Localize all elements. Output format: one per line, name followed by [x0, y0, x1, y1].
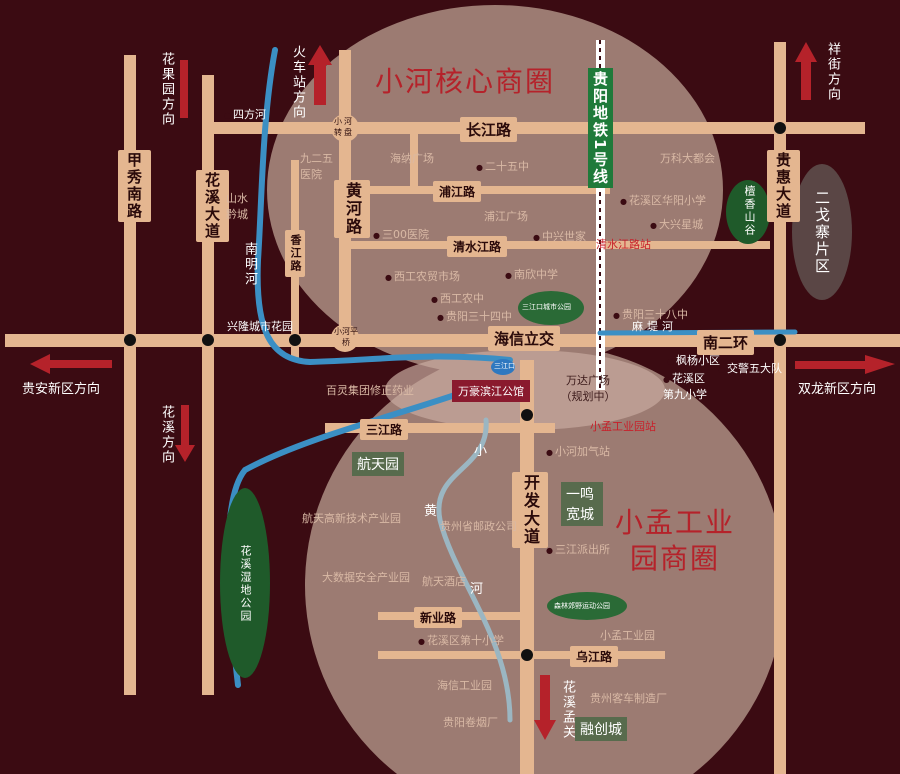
road-kaifa: 开发大道 [512, 472, 548, 548]
direction-shuanglong: 双龙新区方向 [798, 382, 877, 397]
park-huaxi-wetland: 花溪湿地公园 [239, 545, 252, 623]
metro-station-xiaomeng: 小孟工业园站 [590, 420, 656, 433]
poi: 花溪区第十小学 [418, 632, 504, 648]
road-huanghe: 黄河路 [334, 180, 370, 238]
park-sanjiangkou: 三江口城市公园 [522, 303, 571, 311]
project-badge: 三江口 [494, 362, 515, 370]
poi: 贵州客车制造厂 [590, 692, 667, 705]
poi: 三江派出所 [546, 541, 610, 557]
road-guihui: 贵惠大道 [767, 150, 800, 222]
district-title-line2: 园商圈 [630, 542, 721, 575]
poi: 兴隆城市花园 [218, 318, 293, 334]
poi: 航天高新技术产业园 [302, 512, 401, 525]
poi: 九二五医院 [300, 152, 333, 181]
landmark-yiming: 一鸣宽城 [561, 482, 603, 526]
junction-xiaohe-pingqiao: 小河平桥 [334, 327, 358, 347]
direction-huaguoyuan: 花果园方向 [159, 52, 174, 127]
metro-line [596, 40, 605, 390]
project-wanhao-binjiang[interactable]: 万豪滨江公馆 [452, 380, 530, 402]
erge-zone [792, 164, 852, 300]
poi: 航天酒店 [422, 575, 466, 588]
park-tanxiang: 檀香山谷 [743, 185, 756, 237]
poi: 浦江广场 [484, 210, 528, 223]
poi: 西工农贸市场 [385, 268, 460, 284]
poi: 四方河 [224, 106, 266, 122]
direction-guian: 贵安新区方向 [22, 382, 101, 397]
interchange-haixin: 海信立交 [488, 326, 561, 351]
river-xiaohuang-label-3: 河 [470, 582, 484, 597]
direction-huaxi-mengguan: 花溪孟关 [560, 680, 575, 740]
district-title-line1: 小孟工业 [615, 506, 736, 539]
metro-station-qingshuijiang: 清水江路站 [596, 238, 651, 251]
poi: 海纳广场 [390, 152, 434, 165]
poi: 大兴星城 [650, 216, 703, 232]
poi: 万科大都会 [660, 152, 715, 165]
direction-xiangjie: 祥街方向 [825, 42, 840, 102]
poi: 花溪区华阳小学 [620, 192, 706, 208]
poi: 万达广场（规划中） [560, 374, 616, 403]
poi: 花溪区第九小学 [663, 370, 713, 402]
park-senlin: 森林郊野运动公园 [554, 602, 610, 610]
direction-huoche: 火车站方向 [290, 45, 305, 120]
direction-arrows [30, 42, 895, 740]
poi: 贵阳三十四中 [437, 308, 512, 324]
poi: 枫杨小区 [667, 352, 720, 368]
poi: 中兴世家 [533, 228, 586, 244]
landmark-hangtianyuan: 航天园 [352, 452, 404, 476]
river-xiaohuang-label-2: 黄 [424, 504, 438, 519]
direction-huaxi: 花溪方向 [159, 405, 174, 465]
district-title-xiaohe: 小河核心商圈 [375, 65, 556, 98]
river-nanming-label: 南明河 [242, 242, 257, 287]
river-xiaohuang-label-1: 小 [474, 444, 488, 459]
poi: 贵阳三十八中 [613, 306, 688, 322]
erge-zone-label: 二戈寨片区 [813, 190, 831, 275]
poi: 大数据安全产业园 [322, 571, 410, 584]
road-sanjiang: 三江路 [360, 419, 409, 440]
parks [220, 180, 770, 678]
poi: 三00医院 [373, 226, 429, 242]
road-pujiang: 浦江路 [433, 181, 482, 202]
poi: 百灵集团修正药业 [326, 384, 414, 397]
road-qingshuijiang: 清水江路 [447, 236, 508, 257]
road-xiangjiang: 香江路 [285, 230, 305, 277]
metro-line-1-label: 贵阳地铁1号线 [588, 68, 613, 189]
poi: 小孟工业园 [600, 629, 655, 642]
poi: 贵州省邮政公司 [440, 520, 517, 533]
poi: 交警五大队 [718, 360, 782, 376]
road-changjiang: 长江路 [460, 117, 518, 142]
poi: 二十五中 [476, 158, 529, 174]
landmark-rongchuang: 融创城 [575, 717, 627, 741]
junction-xiaohe-zhuanpan: 小河转盘 [334, 117, 354, 137]
poi: 南欣中学 [505, 266, 558, 282]
district-title-xiaomeng: 小孟工业园商圈 [615, 505, 735, 577]
road-xinye: 新业路 [414, 607, 463, 628]
poi: 小河加气站 [546, 443, 610, 459]
poi: 海信工业园 [437, 679, 492, 692]
xiaomeng-district-circle [305, 345, 786, 774]
poi: 山水黔城 [226, 192, 248, 221]
poi: 贵阳卷烟厂 [443, 716, 498, 729]
road-wujiang: 乌江路 [570, 646, 619, 667]
road-nanerhuan: 南二环 [697, 330, 755, 355]
junction-dots [124, 122, 786, 661]
road-huaxi: 花溪大道 [196, 170, 229, 242]
poi: 西工农中 [431, 290, 484, 306]
river-mati-label: 麻堤河 [632, 320, 677, 333]
road-jiaxiu: 甲秀南路 [118, 150, 151, 222]
